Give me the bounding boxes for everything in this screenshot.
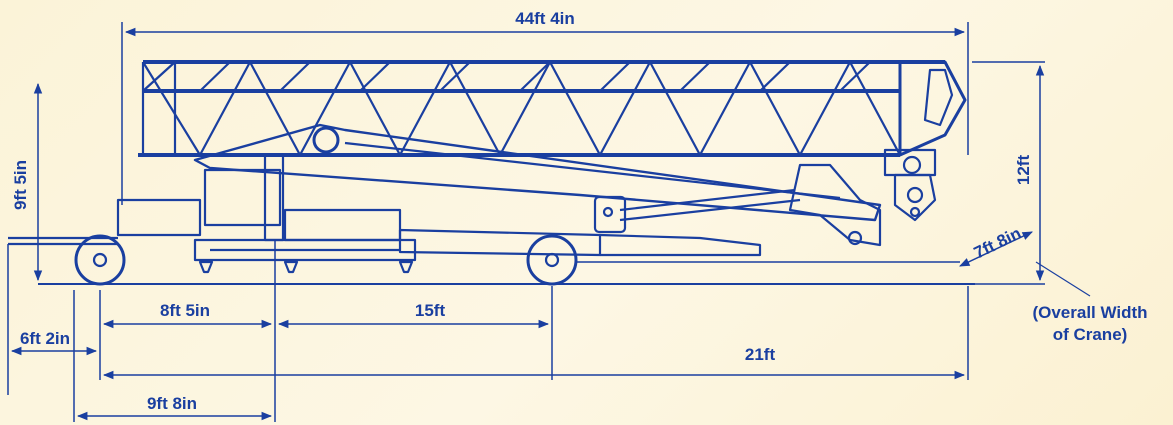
label-height-overall: 12ft [1014, 155, 1033, 186]
label-front-overhang: 6ft 2in [20, 329, 70, 348]
extension-lines [7, 240, 969, 422]
dim-height-folded: 9ft 5in [11, 82, 43, 282]
dim-height-overall: 12ft [972, 61, 1045, 285]
dim-width: 7ft 8in (Overall Width of Crane) [575, 224, 1148, 344]
label-center-to-rear-axle: 15ft [415, 301, 446, 320]
label-width-note-1: (Overall Width [1032, 303, 1147, 322]
label-front-to-center: 9ft 8in [147, 394, 197, 413]
dim-front-overhang: 6ft 2in [10, 329, 98, 356]
dim-front-axle-to-center: 8ft 5in [102, 301, 273, 329]
crane-illustration [8, 60, 967, 286]
dim-front-to-center: 9ft 8in [76, 394, 273, 421]
label-width: 7ft 8in [971, 224, 1024, 263]
label-overall-length: 44ft 4in [515, 9, 575, 28]
dim-center-to-rear-axle: 15ft [277, 301, 550, 329]
dim-axle-to-tail: 21ft [102, 345, 966, 380]
dim-overall-length: 44ft 4in [121, 9, 969, 205]
label-height-folded: 9ft 5in [11, 160, 30, 210]
label-axle-to-tail: 21ft [745, 345, 776, 364]
label-front-axle-to-center: 8ft 5in [160, 301, 210, 320]
label-width-note-2: of Crane) [1053, 325, 1128, 344]
